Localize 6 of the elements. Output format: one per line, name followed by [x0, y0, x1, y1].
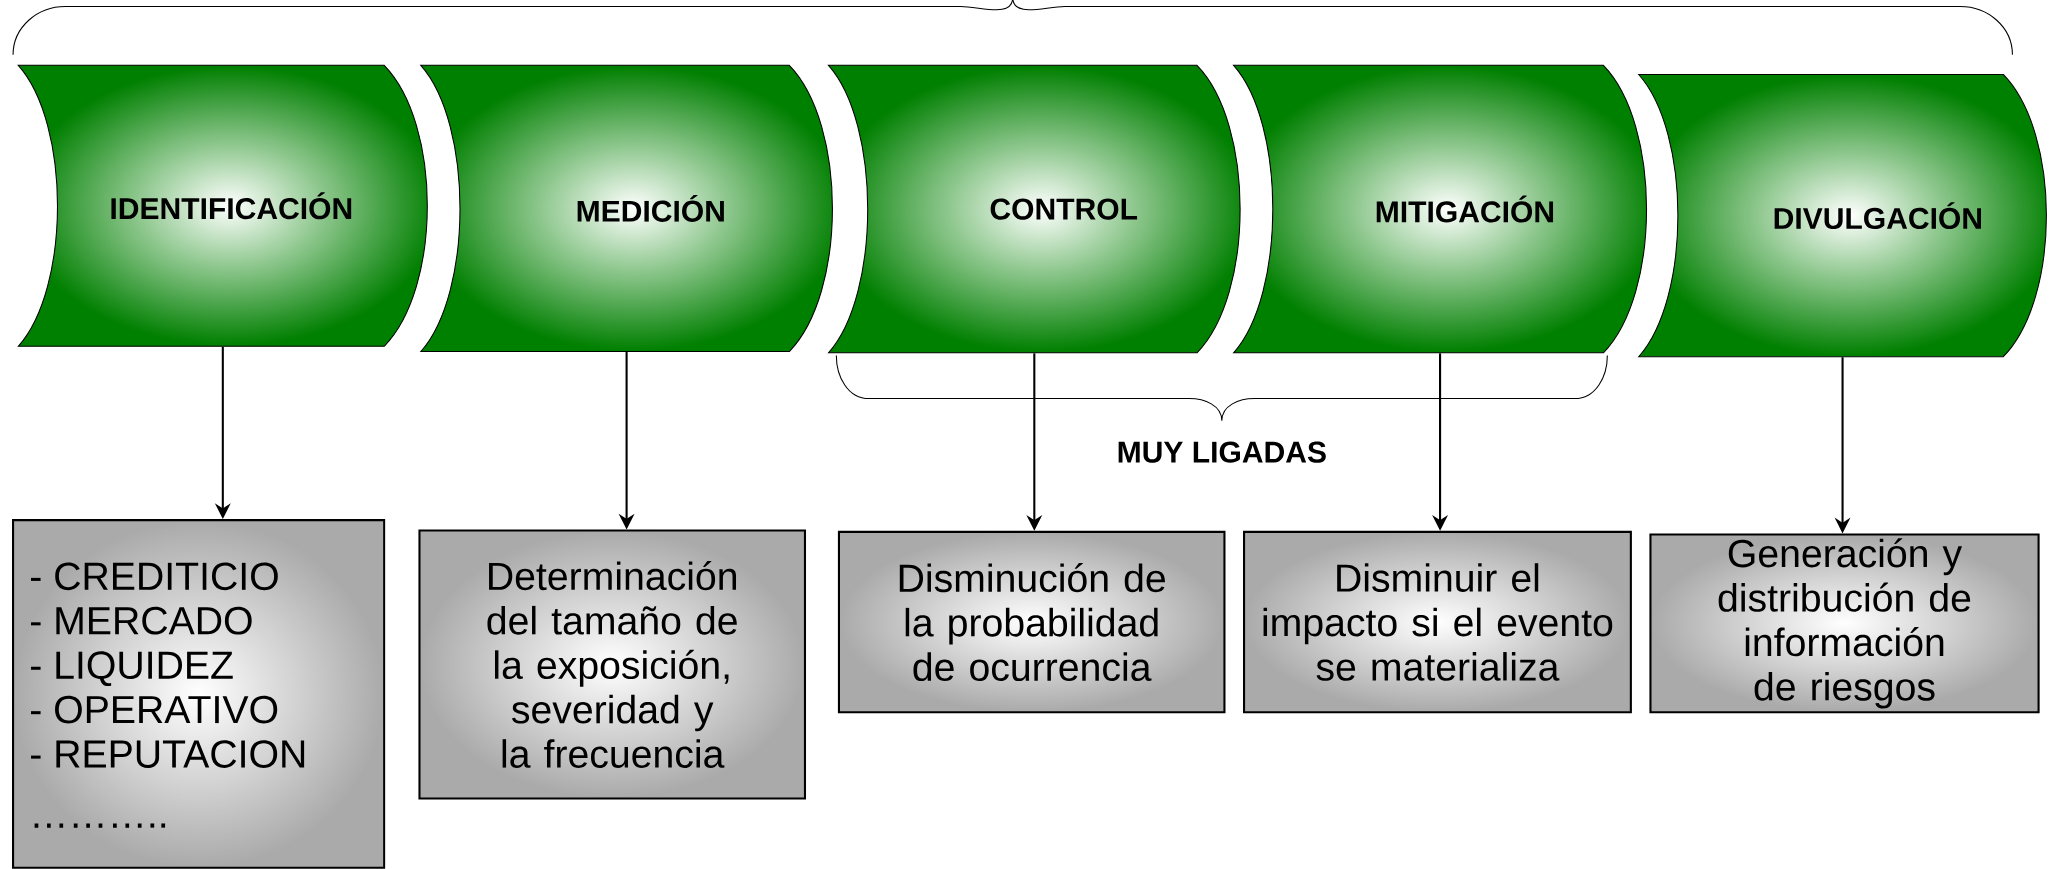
- text-box: Generación y distribución de información de riesgos: [1649, 533, 2040, 714]
- text-box: Disminución de la probabilidad de ocurrencia: [837, 530, 1226, 714]
- brace-label: MUY LIGADAS: [1118, 441, 1326, 463]
- text-box: Disminuir el impacto si el evento se materializa: [1243, 530, 1632, 714]
- text-box: - CREDITICIO - MERCADO - LIQUIDEZ - OPERATIVO - REPUTACION ………..: [12, 519, 386, 869]
- text-box: Determinación del tamaño de la exposición, severidad y la frecuencia: [418, 529, 806, 800]
